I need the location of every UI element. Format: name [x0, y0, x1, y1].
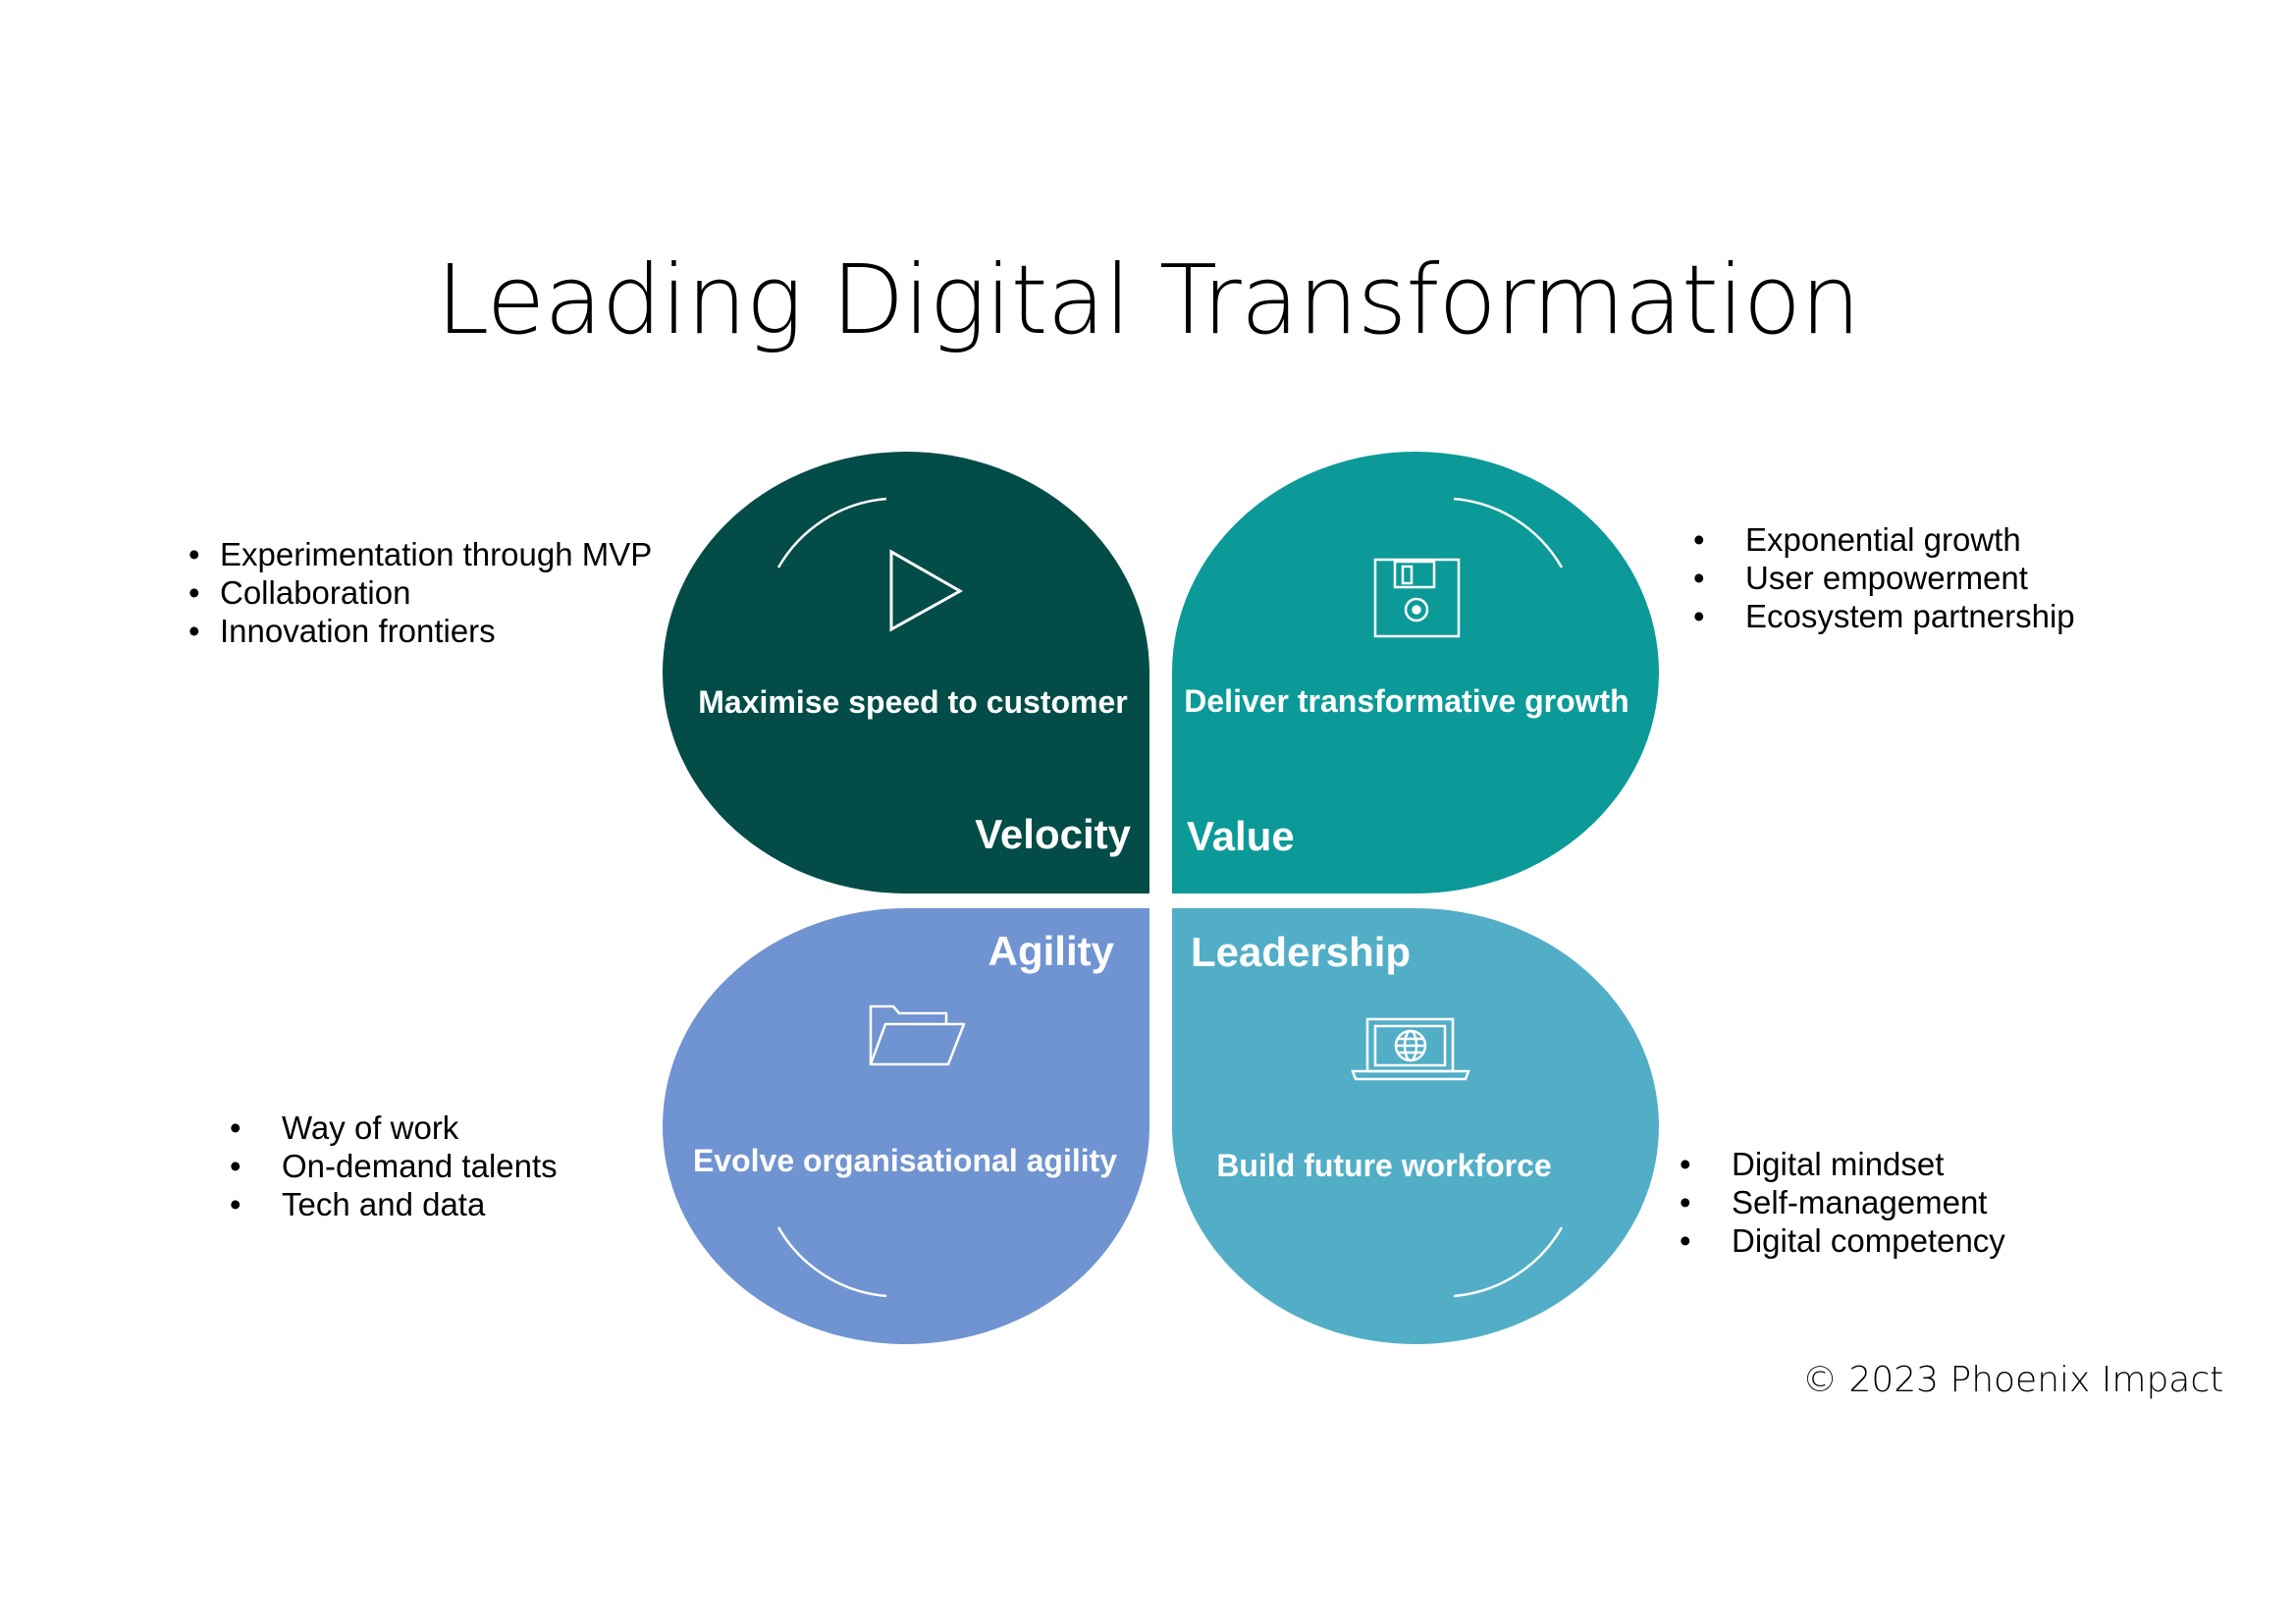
value-bullet-list: Exponential growth User empowerment Ecos… — [1693, 520, 2075, 635]
list-item: User empowerment — [1693, 559, 2075, 597]
list-item: Tech and data — [230, 1185, 558, 1223]
list-item: Collaboration — [188, 573, 652, 612]
list-item: Innovation frontiers — [188, 612, 652, 650]
list-item: Exponential growth — [1693, 520, 2075, 559]
leadership-arc-decoration — [1453, 1226, 1564, 1298]
leadership-heading: Leadership — [1191, 929, 1411, 975]
agility-subtitle: Evolve organisational agility — [693, 1143, 1117, 1178]
floppy-disk-icon — [1373, 558, 1461, 638]
laptop-globe-icon — [1351, 1017, 1470, 1081]
folder-icon — [869, 1004, 966, 1066]
agility-bullet-list: Way of work On-demand talents Tech and d… — [230, 1109, 558, 1223]
list-item: Experimentation through MVP — [188, 535, 652, 573]
value-heading: Value — [1187, 813, 1295, 859]
list-item: Ecosystem partnership — [1693, 597, 2075, 635]
leadership-subtitle: Build future workforce — [1216, 1148, 1551, 1183]
leadership-petal-shape — [1172, 907, 1659, 1344]
copyright-notice: © 2023 Phoenix Impact — [1802, 1360, 2224, 1400]
agility-petal: Evolve organisational agility Agility — [663, 907, 1149, 1344]
list-item: Digital mindset — [1680, 1145, 2005, 1183]
velocity-arc-decoration — [776, 497, 887, 568]
agility-heading: Agility — [988, 928, 1115, 974]
leadership-petal: Build future workforce Leadership — [1172, 907, 1659, 1344]
velocity-bullet-list: Experimentation through MVP Collaboratio… — [188, 535, 652, 650]
list-item: Way of work — [230, 1109, 558, 1147]
value-arc-decoration — [1453, 497, 1564, 568]
list-item: On-demand talents — [230, 1147, 558, 1185]
agility-arc-decoration — [776, 1226, 887, 1298]
list-item: Self-management — [1680, 1183, 2005, 1221]
velocity-subtitle: Maximise speed to customer — [698, 684, 1127, 720]
velocity-heading: Velocity — [975, 811, 1131, 857]
page-title: Leading Digital Transformation — [436, 244, 1860, 355]
list-item: Digital competency — [1680, 1221, 2005, 1260]
play-icon — [889, 549, 964, 632]
value-petal: Deliver transformative growth Value — [1172, 452, 1659, 894]
value-petal-shape — [1172, 452, 1659, 894]
velocity-petal: Maximise speed to customer Velocity — [662, 452, 1149, 894]
leadership-bullet-list: Digital mindset Self-management Digital … — [1680, 1145, 2005, 1260]
velocity-petal-shape — [662, 452, 1149, 894]
value-subtitle: Deliver transformative growth — [1184, 683, 1629, 719]
